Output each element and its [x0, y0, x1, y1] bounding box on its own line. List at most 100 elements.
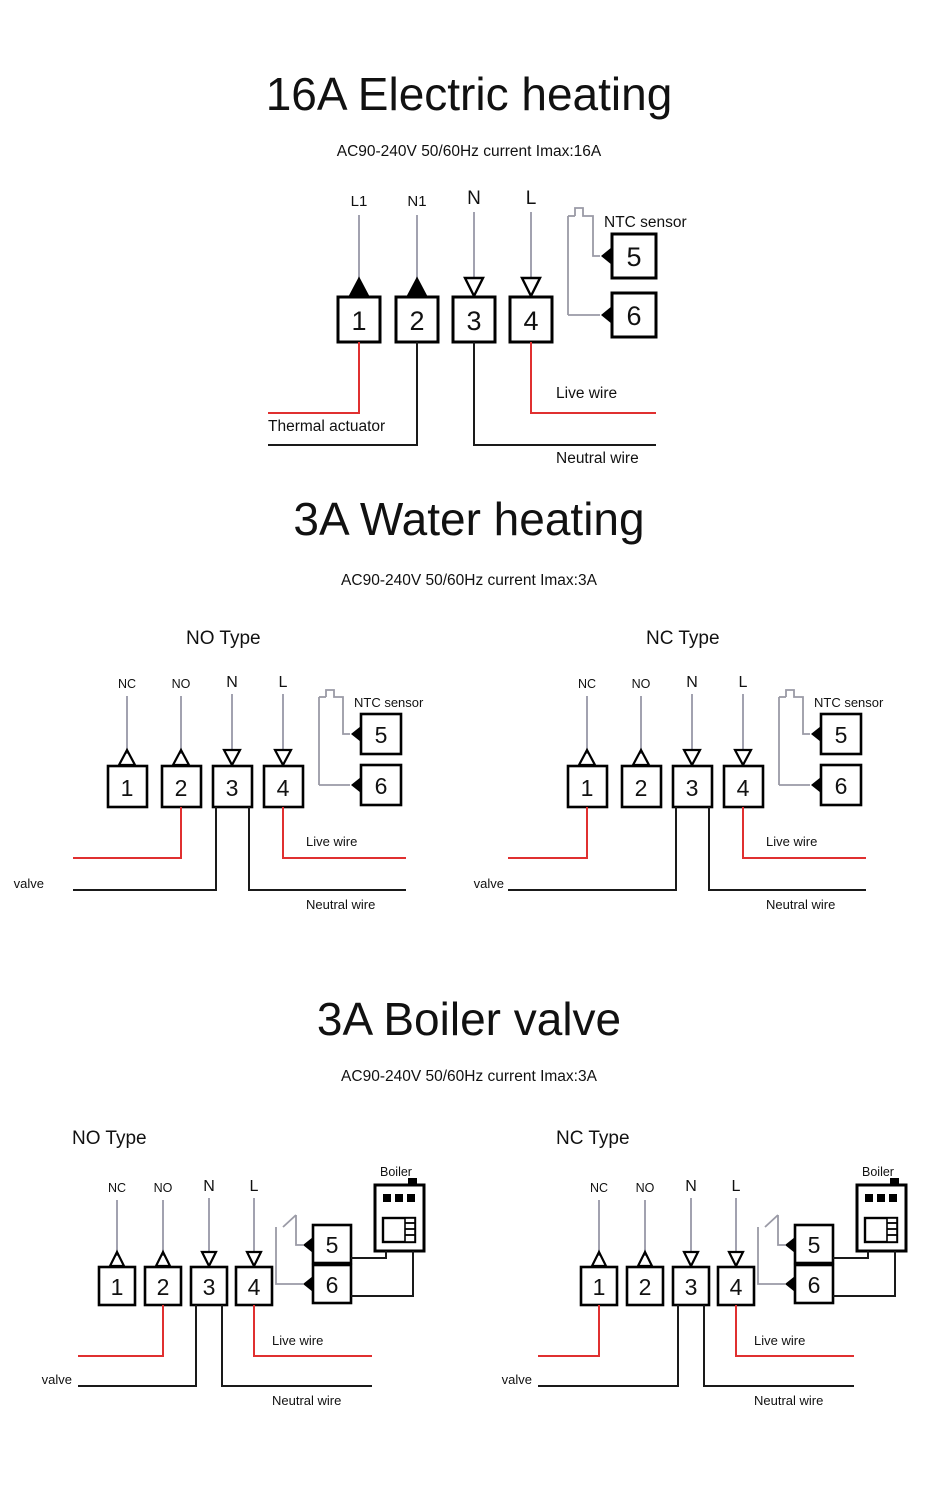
terminal-number-6: 6: [375, 773, 388, 799]
arrow-down-3: [682, 1250, 700, 1269]
pin-label-4: L: [279, 674, 288, 691]
terminal-box-3[interactable]: [671, 764, 714, 809]
neutral-bus-label: Neutral wire: [306, 897, 375, 912]
terminal-box-5[interactable]: [819, 712, 863, 756]
ntc-sensor-probe: [567, 207, 600, 316]
terminal-box-6[interactable]: [311, 1263, 353, 1305]
terminal-number-2: 2: [409, 306, 424, 336]
arrow-left-5: [601, 247, 612, 265]
terminal-box-1[interactable]: [97, 1265, 137, 1307]
terminal-box-2[interactable]: [625, 1265, 665, 1307]
terminal-box-3[interactable]: [451, 295, 497, 344]
arrow-left-6: [811, 777, 821, 793]
arrow-down-4: [733, 748, 753, 768]
ntc-sensor-probe: [318, 689, 350, 786]
section-subtitle-electric-heating: AC90-240V 50/60Hz current Imax:16A: [336, 143, 602, 160]
arrow-down-4: [273, 748, 293, 768]
terminal-box-3[interactable]: [671, 1265, 711, 1307]
arrow-up-2: [636, 1249, 654, 1268]
terminal-number-5: 5: [626, 242, 641, 272]
arrow-down-3: [200, 1250, 218, 1269]
terminal-number-3: 3: [685, 1274, 698, 1300]
terminal-number-3: 3: [466, 306, 481, 336]
terminal-number-2: 2: [157, 1274, 170, 1300]
wiring-bus: [508, 807, 866, 891]
diagram-water-heating-no: NC NO N L 1 2 3 4 NTC sensor: [0, 668, 470, 928]
terminal-box-4[interactable]: [722, 764, 765, 809]
diagram-boiler-valve-nc: NC NO N L 1 2 3 4 5: [482, 1160, 938, 1410]
terminal-box-1[interactable]: [566, 764, 609, 809]
diagram-electric-heating: L1 N1 N L 1 2 3 4: [0, 180, 938, 470]
arrow-down-3: [463, 276, 485, 299]
pin-label-3: N: [226, 674, 238, 691]
terminal-number-4: 4: [248, 1274, 261, 1300]
terminal-box-5[interactable]: [610, 232, 658, 280]
pin-label-3: N: [203, 1178, 215, 1195]
live-bus-label: Live wire: [754, 1333, 805, 1348]
wiring-bus: [538, 1305, 854, 1387]
live-bus-label: Live wire: [766, 834, 817, 849]
boiler-label: Boiler: [862, 1165, 894, 1179]
pin-label-1: NC: [108, 1181, 126, 1195]
terminal-number-6: 6: [835, 773, 848, 799]
pin-label-2: NO: [154, 1181, 173, 1195]
type-label-water-heating-nc: NC Type: [646, 628, 720, 649]
terminal-box-4[interactable]: [262, 764, 305, 809]
wiring-bus: [73, 807, 406, 891]
pin-label-1: L1: [351, 193, 368, 210]
terminal-box-5[interactable]: [793, 1223, 835, 1265]
terminal-box-5[interactable]: [311, 1223, 353, 1265]
pin-leads: [116, 1198, 255, 1256]
section-title-boiler-valve: 3A Boiler valve: [316, 993, 622, 1045]
terminal-box-1[interactable]: [579, 1265, 619, 1307]
boiler-label: Boiler: [380, 1165, 412, 1179]
section-title-water-heating: 3A Water heating: [293, 493, 645, 545]
terminal-box-6[interactable]: [610, 291, 658, 339]
live-bus-label: Live wire: [272, 1333, 323, 1348]
pin-label-3: N: [686, 674, 698, 691]
terminal-number-3: 3: [203, 1274, 216, 1300]
live-bus-label: Live wire: [306, 834, 357, 849]
terminal-box-1[interactable]: [336, 295, 382, 344]
wiring-bus: [78, 1305, 372, 1387]
arrow-down-3: [682, 748, 702, 768]
diagram-water-heating-nc: NC NO N L 1 2 3 4 NTC sensor: [460, 668, 938, 928]
section-subtitle-boiler-valve: AC90-240V 50/60Hz current Imax:3A: [341, 1068, 597, 1085]
arrow-left-5: [303, 1237, 313, 1253]
terminal-box-2[interactable]: [143, 1265, 183, 1307]
terminal-number-4: 4: [277, 775, 290, 801]
terminal-box-3[interactable]: [189, 1265, 229, 1307]
terminal-box-2[interactable]: [620, 764, 663, 809]
terminal-box-6[interactable]: [819, 763, 863, 807]
terminal-box-3[interactable]: [211, 764, 254, 809]
pin-leads: [358, 212, 532, 284]
pin-leads: [598, 1198, 737, 1256]
boiler-icon: [351, 1178, 426, 1297]
ntc-sensor-label: NTC sensor: [354, 695, 424, 710]
terminal-box-6[interactable]: [793, 1263, 835, 1305]
terminal-number-1: 1: [351, 306, 366, 336]
terminal-number-1: 1: [121, 775, 134, 801]
type-label-boiler-valve-no: NO Type: [72, 1128, 147, 1149]
switch-contact-icon: [275, 1214, 303, 1285]
arrow-down-4: [727, 1250, 745, 1269]
pin-label-1: NC: [578, 677, 596, 691]
load-bus-label: valve: [14, 876, 44, 891]
terminal-box-5[interactable]: [359, 712, 403, 756]
diagram-boiler-valve-no: NC NO N L 1 2 3 4: [0, 1160, 470, 1410]
ntc-sensor-label: NTC sensor: [604, 214, 687, 231]
terminal-box-1[interactable]: [106, 764, 149, 809]
pin-label-4: L: [732, 1178, 741, 1195]
terminal-number-6: 6: [626, 301, 641, 331]
type-label-boiler-valve-nc: NC Type: [556, 1128, 630, 1149]
terminal-number-1: 1: [593, 1274, 606, 1300]
arrow-up-1: [590, 1249, 608, 1268]
pin-label-2: NO: [636, 1181, 655, 1195]
terminal-number-3: 3: [686, 775, 699, 801]
pin-label-2: NO: [172, 677, 191, 691]
pin-label-2: NO: [632, 677, 651, 691]
arrow-up-2: [406, 276, 428, 298]
terminal-box-6[interactable]: [359, 763, 403, 807]
pin-label-1: NC: [118, 677, 136, 691]
